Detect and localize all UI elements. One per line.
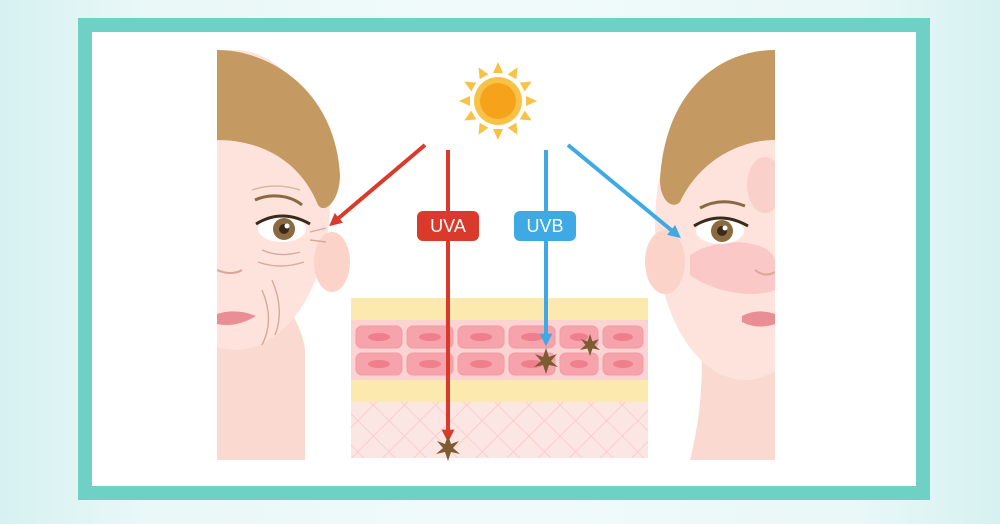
damage-star-icon — [534, 348, 558, 374]
hair — [660, 50, 775, 205]
dermis-layer — [351, 402, 648, 458]
sun-icon — [459, 62, 537, 140]
epidermis-cells — [351, 320, 648, 380]
lips — [742, 311, 775, 327]
skin-cross-section — [351, 298, 648, 458]
uvb-label-text: UVB — [526, 216, 563, 236]
uvb-arrow-icon — [566, 143, 681, 239]
face-young-right — [645, 50, 775, 460]
wrinkles — [257, 227, 327, 346]
sunburn-patch — [690, 242, 775, 295]
eye-right — [693, 216, 749, 244]
eye-left — [255, 214, 311, 242]
uva-label: UVA — [417, 211, 479, 241]
hair — [217, 50, 340, 209]
lips — [217, 311, 256, 325]
uva-arrow-icon — [329, 143, 427, 227]
damage-star-icon — [436, 435, 460, 461]
uvb-label: UVB — [514, 211, 576, 241]
uva-label-text: UVA — [430, 216, 466, 236]
face-aged-left — [217, 50, 350, 460]
damage-star-icon — [580, 334, 600, 356]
